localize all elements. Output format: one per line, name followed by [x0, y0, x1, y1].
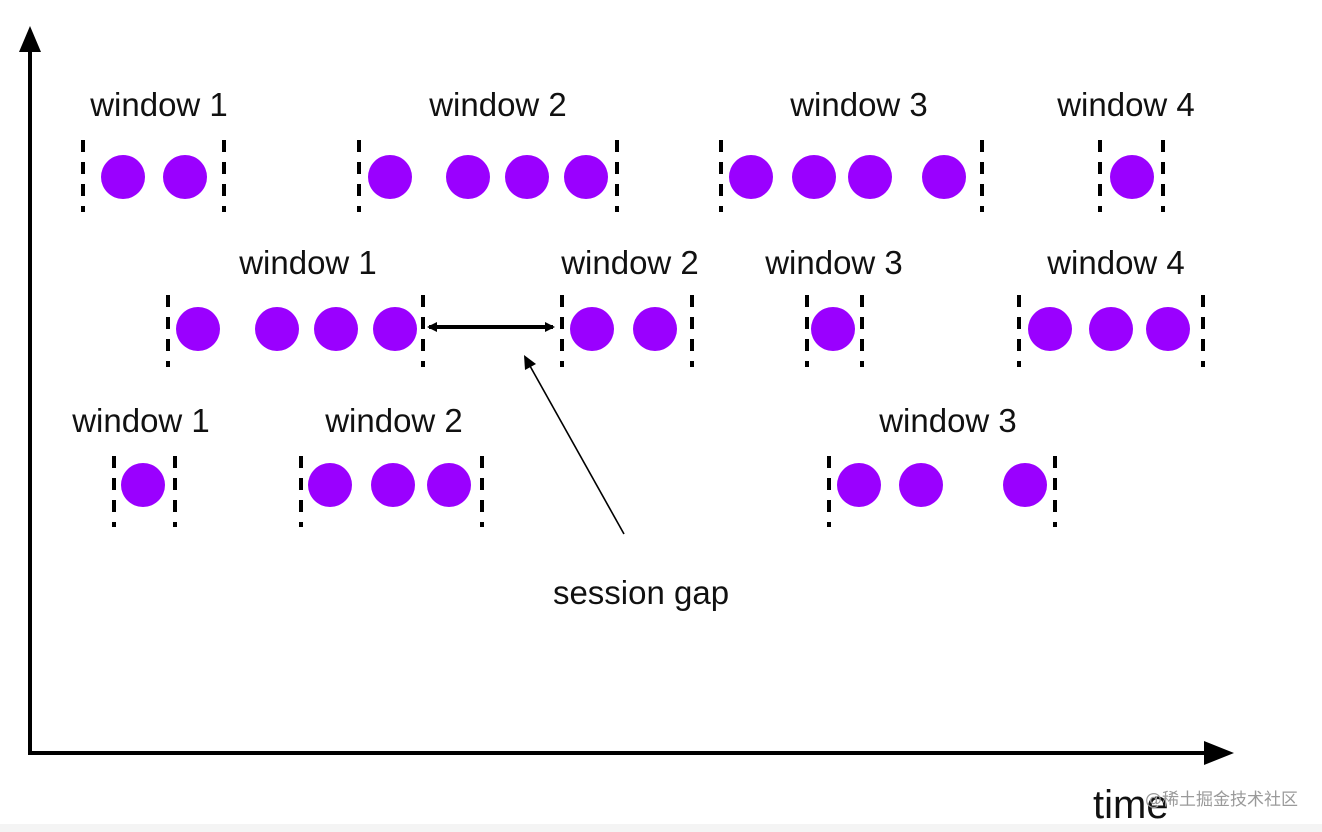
event-dot [848, 155, 892, 199]
window-label: window 2 [324, 402, 463, 439]
window-label: window 2 [560, 244, 699, 281]
window-row-1: window 1 window 2 window 3 window 4 [81, 86, 1195, 212]
event-dot [308, 463, 352, 507]
x-axis-label: time [1093, 783, 1169, 827]
event-dot [899, 463, 943, 507]
session-window: window 2 [357, 86, 619, 212]
event-dot [1110, 155, 1154, 199]
event-dot [427, 463, 471, 507]
event-dot [1146, 307, 1190, 351]
event-dot [314, 307, 358, 351]
event-dot [837, 463, 881, 507]
event-dot [729, 155, 773, 199]
y-axis-arrow-icon [19, 26, 41, 52]
event-dot [368, 155, 412, 199]
event-dot [1003, 463, 1047, 507]
window-row-2: window 1 window 2 window 3 window 4 [166, 244, 1205, 367]
window-label: window 3 [789, 86, 928, 123]
event-dot [505, 155, 549, 199]
event-dot [922, 155, 966, 199]
event-dot [792, 155, 836, 199]
event-dot [371, 463, 415, 507]
window-label: window 4 [1056, 86, 1195, 123]
x-axis-arrow-icon [1204, 741, 1234, 765]
window-label: window 3 [764, 244, 903, 281]
event-dot [564, 155, 608, 199]
window-label: window 1 [89, 86, 228, 123]
event-dot [446, 155, 490, 199]
session-window: window 2 [299, 402, 484, 527]
session-gap-label: session gap [553, 574, 729, 611]
session-window: window 3 [827, 402, 1057, 527]
session-window: window 1 [166, 244, 425, 367]
event-dot [570, 307, 614, 351]
event-dot [1028, 307, 1072, 351]
event-dot [163, 155, 207, 199]
session-gap-annotation: session gap [427, 322, 729, 611]
session-gap-pointer-line [529, 365, 625, 535]
window-row-3: window 1 window 2 window 3 [71, 402, 1057, 527]
watermark: @稀土掘金技术社区 [1145, 790, 1298, 810]
session-window: window 3 [719, 86, 984, 212]
window-label: window 1 [238, 244, 377, 281]
event-dot [101, 155, 145, 199]
event-dot [255, 307, 299, 351]
event-dot [633, 307, 677, 351]
axes [19, 26, 1234, 765]
window-label: window 3 [878, 402, 1017, 439]
window-label: window 2 [428, 86, 567, 123]
event-dot [176, 307, 220, 351]
bottom-band [0, 824, 1322, 832]
session-window: window 2 [560, 244, 699, 367]
session-window: window 4 [1017, 244, 1205, 367]
window-label: window 1 [71, 402, 210, 439]
session-window: window 3 [764, 244, 903, 367]
event-dot [811, 307, 855, 351]
session-window: window 1 [81, 86, 228, 212]
session-gap-pointer-arrow-icon [524, 355, 536, 370]
session-window: window 4 [1056, 86, 1195, 212]
session-window: window 1 [71, 402, 210, 527]
window-label: window 4 [1046, 244, 1185, 281]
event-dot [1089, 307, 1133, 351]
event-dot [373, 307, 417, 351]
event-dot [121, 463, 165, 507]
